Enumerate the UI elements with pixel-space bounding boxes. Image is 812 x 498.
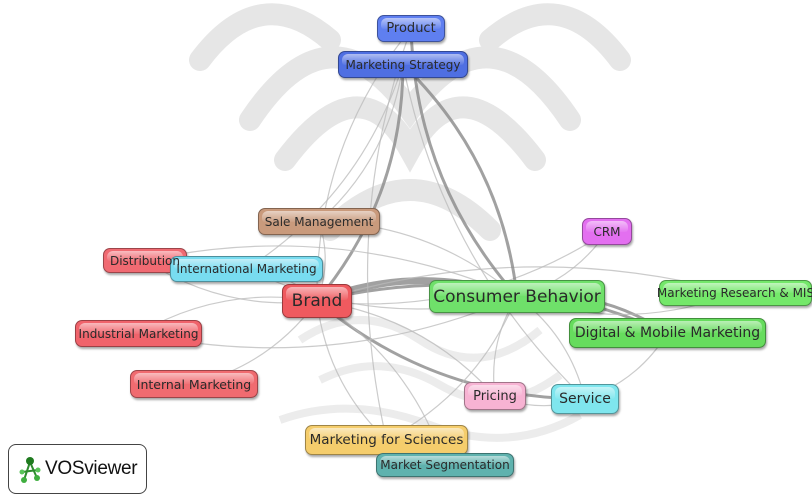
node-segmentation[interactable]: Market Segmentation bbox=[376, 453, 514, 477]
node-label: Market Segmentation bbox=[380, 458, 510, 472]
edge-consumer-distribution bbox=[144, 245, 518, 298]
node-crm[interactable]: CRM bbox=[582, 218, 632, 245]
node-label: Digital & Mobile Marketing bbox=[574, 325, 761, 341]
node-label: Industrial Marketing bbox=[78, 326, 199, 341]
node-label: Internal Marketing bbox=[136, 376, 252, 392]
node-consumer[interactable]: Consumer Behavior bbox=[429, 280, 605, 313]
node-strategy[interactable]: Marketing Strategy bbox=[338, 51, 468, 78]
node-label: Marketing Strategy bbox=[345, 57, 461, 72]
vosviewer-logo-icon bbox=[19, 457, 41, 483]
node-international[interactable]: International Marketing bbox=[170, 256, 323, 282]
node-research[interactable]: Marketing Research & MIS bbox=[656, 280, 812, 306]
edge-brand-strategy bbox=[315, 64, 405, 302]
vosviewer-logo: VOSviewer bbox=[8, 444, 147, 494]
node-digital[interactable]: Digital & Mobile Marketing bbox=[569, 318, 766, 348]
node-label: CRM bbox=[593, 224, 621, 239]
node-label: Distribution bbox=[109, 253, 180, 268]
edge-strategy-international bbox=[246, 64, 404, 270]
node-sciences[interactable]: Marketing for Sciences bbox=[305, 425, 468, 455]
node-label: International Marketing bbox=[176, 262, 317, 276]
node-pricing[interactable]: Pricing bbox=[464, 382, 526, 410]
edge-consumer-sciences bbox=[386, 296, 518, 441]
node-label: Pricing bbox=[473, 388, 517, 404]
node-service[interactable]: Service bbox=[551, 384, 619, 414]
node-brand[interactable]: Brand bbox=[282, 284, 352, 318]
node-label: Brand bbox=[291, 291, 343, 311]
edge-brand-service bbox=[316, 299, 586, 401]
edge-consumer-strategy bbox=[401, 63, 519, 297]
node-label: Consumer Behavior bbox=[433, 286, 601, 307]
node-internal[interactable]: Internal Marketing bbox=[130, 370, 258, 398]
vosviewer-logo-text: VOSviewer bbox=[45, 458, 138, 479]
node-label: Marketing Research & MIS bbox=[656, 286, 812, 300]
node-label: Service bbox=[559, 391, 611, 407]
edge-strategy-service bbox=[402, 64, 586, 400]
node-label: Marketing for Sciences bbox=[309, 432, 464, 448]
node-product[interactable]: Product bbox=[377, 15, 445, 42]
edge-brand-sciences bbox=[316, 300, 387, 441]
node-sale[interactable]: Sale Management bbox=[258, 208, 380, 235]
node-label: Sale Management bbox=[264, 214, 374, 229]
edge-strategy-sale bbox=[318, 64, 404, 222]
node-industrial[interactable]: Industrial Marketing bbox=[75, 320, 202, 347]
node-label: Product bbox=[386, 21, 436, 36]
